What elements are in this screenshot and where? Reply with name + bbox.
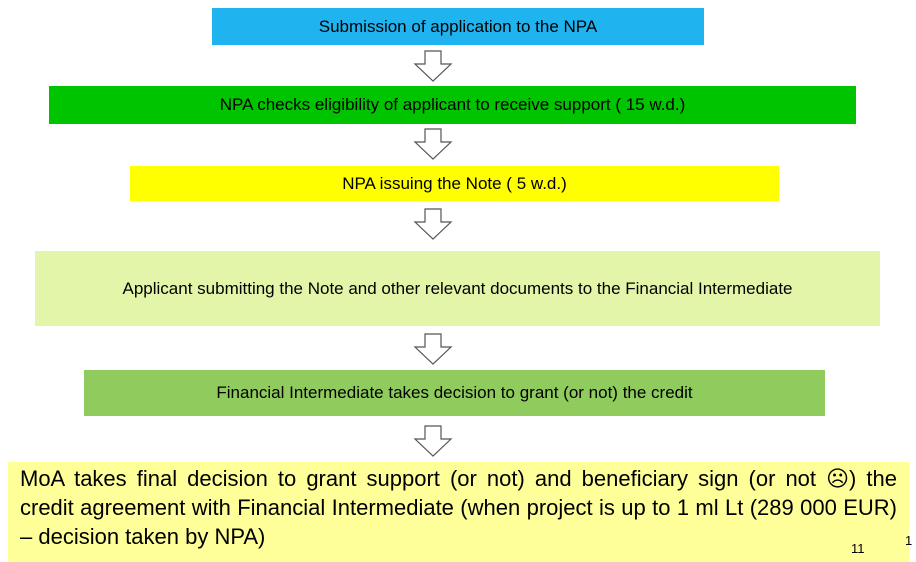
page-number-secondary: 1 [905, 533, 913, 548]
step-submitting-note-text: Applicant submitting the Note and other … [122, 278, 793, 298]
step-credit-decision-box: Financial Intermediate takes decision to… [84, 370, 825, 416]
down-arrow-icon [413, 425, 453, 457]
step-submitting-note-box: Applicant submitting the Note and other … [35, 251, 880, 326]
step-submission-text: Submission of application to the NPA [318, 16, 598, 36]
step-credit-decision-text: Financial Intermediate takes decision to… [216, 383, 693, 402]
step-issuing-note-box: NPA issuing the Note ( 5 w.d.) [130, 166, 779, 201]
step-eligibility-check-box: NPA checks eligibility of applicant to r… [49, 86, 856, 124]
step-submission-box: Submission of application to the NPA [212, 8, 704, 45]
down-arrow-icon [413, 128, 453, 160]
page-number: 11 [851, 541, 865, 556]
step-final-decision-box: MoA takes final decision to grant suppor… [8, 462, 909, 562]
down-arrow-icon [413, 208, 453, 240]
down-arrow-icon [413, 333, 453, 365]
down-arrow-icon [413, 50, 453, 82]
step-eligibility-check-text: NPA checks eligibility of applicant to r… [219, 95, 686, 114]
step-issuing-note-text: NPA issuing the Note ( 5 w.d.) [342, 173, 567, 193]
step-final-decision-text: MoA takes final decision to grant suppor… [20, 466, 897, 549]
